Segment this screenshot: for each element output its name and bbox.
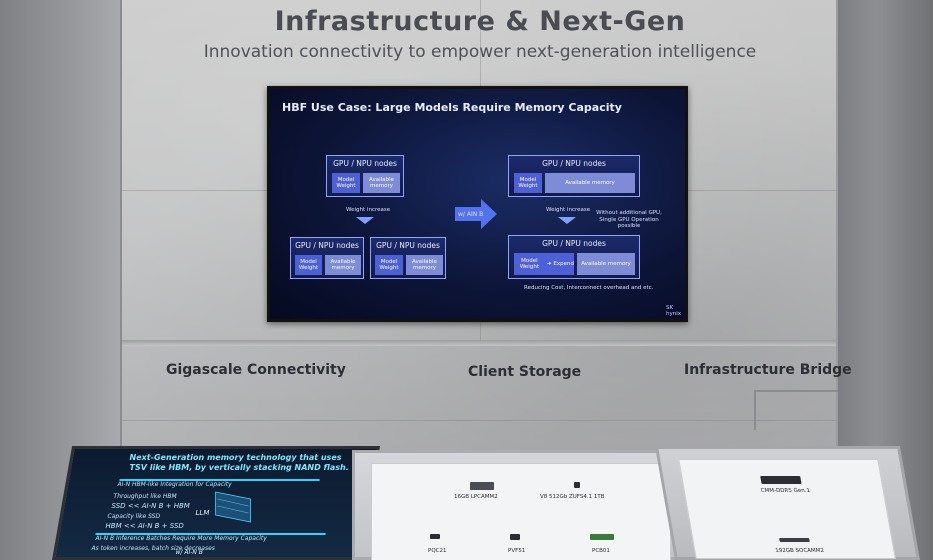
model-weight-text: Model Weight bbox=[519, 257, 539, 270]
hbf-info-content: Next-Generation memory technology that u… bbox=[56, 449, 358, 557]
product-label: PCB01 bbox=[592, 548, 610, 554]
product-label: CMM-DDR5 Gen.1 bbox=[760, 488, 811, 494]
available-memory-cell: Available memory bbox=[325, 255, 361, 275]
product-label: 16GB LPCAMM2 bbox=[454, 494, 498, 500]
panel-line: AI-N B Inference Batches Require More Me… bbox=[95, 535, 267, 542]
client-storage-panel: 16GB LPCAMM2 V8 512Gb ZUFS4.1 1TB PQC21 … bbox=[352, 450, 686, 560]
section-infrastructure-bridge: Infrastructure Bridge bbox=[684, 362, 852, 378]
ssd-chip bbox=[510, 534, 520, 540]
arrow-right-icon: ➜ bbox=[546, 260, 552, 267]
zufs-chip bbox=[574, 482, 580, 488]
weight-increase-label: Weight increase bbox=[546, 207, 591, 213]
infrastructure-bridge-panel: CMM-DDR5 Gen.1 192GB SOCAMM2 bbox=[654, 446, 920, 560]
panel-line: w/ AI-N B bbox=[175, 549, 203, 556]
product-label: PQC21 bbox=[428, 548, 447, 554]
ssd-chip bbox=[430, 534, 440, 539]
cmm-module bbox=[760, 476, 802, 484]
metal-bracket bbox=[754, 390, 838, 430]
panel-line: Capacity like SSD bbox=[107, 513, 161, 520]
panel-line: SSD << AI-N B + HBM bbox=[111, 502, 190, 510]
booth-subheading: Innovation connectivity to empower next-… bbox=[203, 42, 757, 62]
socamm-module bbox=[779, 538, 810, 542]
product-label: PVF51 bbox=[508, 548, 526, 554]
node-title: GPU / NPU nodes bbox=[542, 239, 606, 248]
model-weight-cell: Model Weight bbox=[332, 173, 360, 193]
down-arrow-icon bbox=[558, 217, 576, 224]
node-title: GPU / NPU nodes bbox=[376, 241, 440, 250]
hbf-info-panel: Next-Generation memory technology that u… bbox=[52, 446, 381, 560]
available-memory-cell: Available memory bbox=[363, 173, 400, 193]
without-gpu-label: Without additional GPU, Single GPU Opera… bbox=[596, 210, 662, 230]
screen-title: HBF Use Case: Large Models Require Memor… bbox=[282, 101, 622, 114]
model-weight-cell: Model Weight bbox=[295, 255, 322, 275]
gpu-node: GPU / NPU nodes Model Weight Available m… bbox=[290, 237, 364, 279]
available-memory-cell: Available memory bbox=[577, 253, 635, 275]
sk-hynix-logo: SK hynix bbox=[666, 305, 682, 317]
section-client-storage: Client Storage bbox=[468, 364, 582, 380]
panel-line: Throughput like HBM bbox=[113, 493, 177, 500]
product-label: V8 512Gb ZUFS4.1 1TB bbox=[540, 494, 605, 500]
chip-stack-icon bbox=[215, 491, 251, 523]
down-arrow-icon bbox=[356, 217, 374, 224]
with-ainb-label: w/ AIN B bbox=[458, 211, 484, 218]
product-card: 16GB LPCAMM2 V8 512Gb ZUFS4.1 1TB PQC21 … bbox=[371, 463, 671, 560]
model-weight-cell: Model Weight bbox=[375, 255, 403, 275]
wall-ledge bbox=[122, 340, 836, 346]
gpu-node: GPU / NPU nodes Model Weight ➜ Expend Av… bbox=[508, 235, 640, 279]
lpcamm-module bbox=[470, 482, 494, 490]
gpu-node: GPU / NPU nodes Model Weight Available m… bbox=[370, 237, 446, 279]
product-label: 192GB SOCAMM2 bbox=[774, 548, 825, 554]
reducing-cost-label: Reducing Cost, Interconnect overhead and… bbox=[524, 285, 654, 291]
right-arrow-icon bbox=[455, 199, 497, 229]
node-title: GPU / NPU nodes bbox=[295, 241, 359, 250]
node-title: GPU / NPU nodes bbox=[542, 159, 606, 168]
gpu-node: GPU / NPU nodes Model Weight Available m… bbox=[326, 155, 404, 197]
wall-seam bbox=[122, 420, 836, 421]
model-weight-cell: Model Weight bbox=[514, 173, 542, 193]
expend-text: Expend bbox=[553, 260, 574, 267]
product-card: CMM-DDR5 Gen.1 192GB SOCAMM2 bbox=[678, 459, 896, 559]
panel-line: HBM << AI-N B + SSD bbox=[105, 522, 184, 530]
panel-title: Next-Generation memory technology that u… bbox=[129, 453, 349, 472]
model-weight-cell: Model Weight ➜ Expend bbox=[514, 253, 574, 275]
section-gigascale-connectivity: Gigascale Connectivity bbox=[166, 362, 346, 378]
node-title: GPU / NPU nodes bbox=[333, 159, 397, 168]
booth-heading: Infrastructure & Next-Gen bbox=[274, 6, 686, 37]
weight-increase-label: Weight increase bbox=[346, 207, 391, 213]
available-memory-cell: Available memory bbox=[545, 173, 635, 193]
gpu-node: GPU / NPU nodes Model Weight Available m… bbox=[508, 155, 640, 197]
available-memory-cell: Available memory bbox=[406, 255, 443, 275]
ssd-module bbox=[590, 534, 614, 540]
display-screen: HBF Use Case: Large Models Require Memor… bbox=[267, 86, 688, 322]
